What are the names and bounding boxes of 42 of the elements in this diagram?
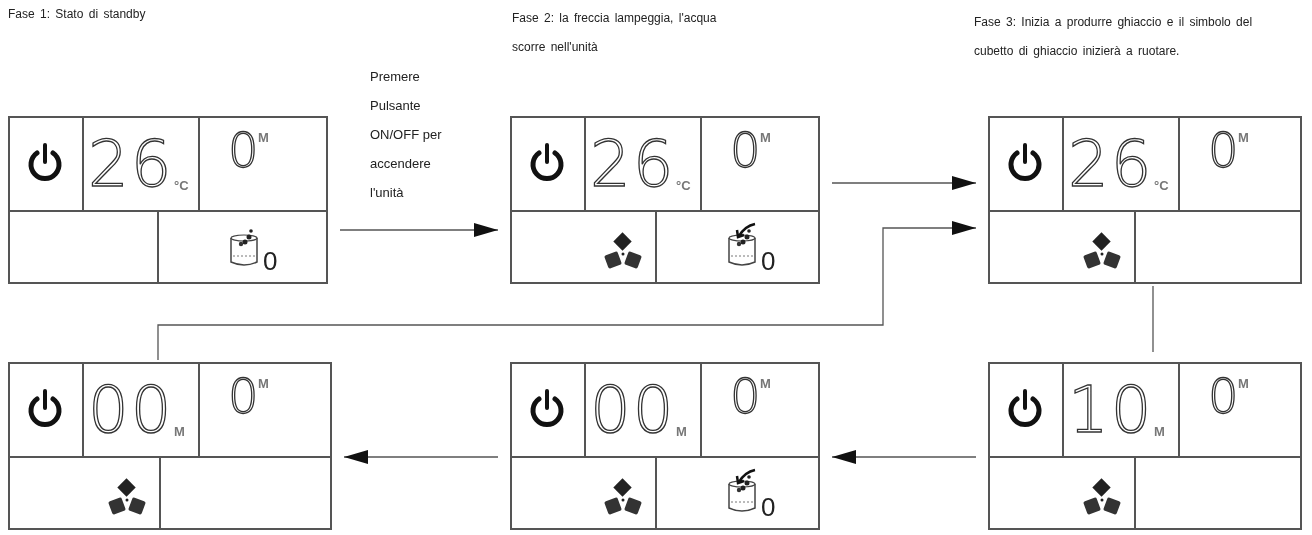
temperature-digits: 26 <box>88 132 174 196</box>
unit-label: M <box>1238 375 1249 393</box>
display-panel <box>988 116 1302 284</box>
ice-count-digit: 0 <box>263 248 278 274</box>
arrow <box>343 450 499 464</box>
unit-label: °C <box>676 177 691 195</box>
unit-label: °C <box>174 177 189 195</box>
display-panel <box>510 362 820 530</box>
temperature-digits: 26 <box>1068 132 1154 196</box>
temperature-digits: 00 <box>88 378 174 442</box>
display-panel <box>8 362 332 530</box>
arrow <box>831 176 977 190</box>
unit-label: M <box>258 129 269 147</box>
unit-label: M <box>760 129 771 147</box>
timer-digit: 0 <box>730 126 761 174</box>
display-panel <box>8 116 328 284</box>
timer-digit: 0 <box>228 126 259 174</box>
unit-label: M <box>1238 129 1249 147</box>
connector-line <box>1152 285 1154 353</box>
timer-digit: 0 <box>730 372 761 420</box>
unit-label: M <box>1154 423 1165 441</box>
temperature-digits: 00 <box>590 378 676 442</box>
timer-digit: 0 <box>1208 372 1239 420</box>
timer-digit: 0 <box>1208 126 1239 174</box>
timer-digit: 0 <box>228 372 259 420</box>
display-panel <box>510 116 820 284</box>
step-caption: Fase 3: Inizia a produrre ghiaccio e il simbolo del cubetto di ghiaccio inizierà a ruotare. <box>974 14 1254 60</box>
unit-label: M <box>676 423 687 441</box>
step-caption: Fase 1: Stato di standby <box>8 6 147 23</box>
arrow <box>831 450 977 464</box>
arrow <box>339 223 499 237</box>
unit-label: °C <box>1154 177 1169 195</box>
temperature-digits: 26 <box>590 132 676 196</box>
unit-label: M <box>760 375 771 393</box>
temperature-digits: 10 <box>1068 378 1154 442</box>
step-caption: Fase 2: la freccia lampeggia, l'acqua scorre nell'unità <box>512 10 718 56</box>
ice-count-digit: 0 <box>761 248 776 274</box>
ice-count-digit: 0 <box>761 494 776 520</box>
display-panel <box>988 362 1302 530</box>
arrow <box>157 221 977 361</box>
unit-label: M <box>258 375 269 393</box>
unit-label: M <box>174 423 185 441</box>
